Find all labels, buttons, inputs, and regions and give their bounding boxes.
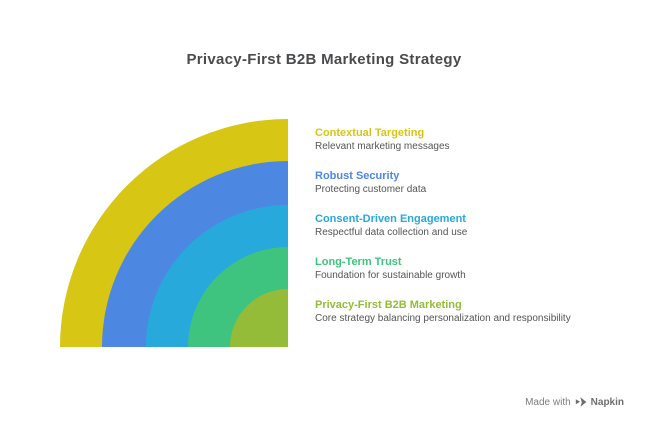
layer-description: Respectful data collection and use: [315, 227, 468, 238]
page-title: Privacy-First B2B Marketing Strategy: [186, 51, 462, 68]
layer-description: Core strategy balancing personalization …: [315, 313, 571, 324]
layer-description: Relevant marketing messages: [315, 141, 450, 152]
napkin-logo-icon: [575, 397, 587, 407]
napkin-brand-text: Napkin: [590, 396, 624, 408]
made-with-napkin: Made with Napkin: [525, 396, 624, 408]
layer-label: Consent-Driven Engagement: [315, 213, 466, 225]
layer-label: Privacy-First B2B Marketing: [315, 299, 462, 311]
ring-layer-4: [230, 289, 288, 347]
layer-description: Protecting customer data: [315, 184, 427, 195]
layer-description: Foundation for sustainable growth: [315, 270, 466, 281]
quarter-onion-diagram: [60, 119, 288, 347]
layer-label: Robust Security: [315, 170, 400, 182]
made-with-text: Made with: [525, 396, 571, 408]
layer-label: Long-Term Trust: [315, 256, 402, 268]
layer-label: Contextual Targeting: [315, 127, 425, 139]
